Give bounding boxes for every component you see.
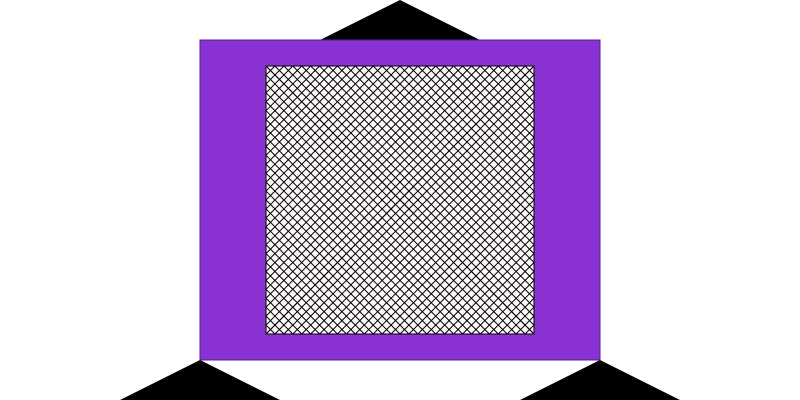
top-mountain-shape bbox=[320, 0, 480, 40]
string-art-threads bbox=[265, 65, 535, 335]
bottom-left-mountain-shape bbox=[120, 360, 280, 400]
bottom-right-mountain-shape bbox=[520, 360, 680, 400]
thread-bottom-left bbox=[265, 65, 535, 335]
